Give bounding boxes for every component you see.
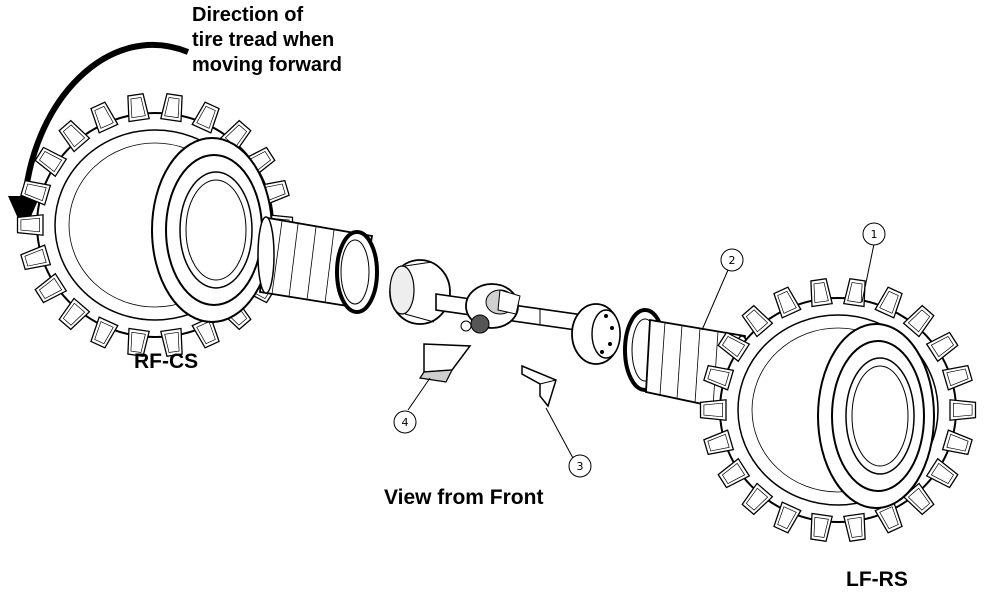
tread-lug <box>699 399 727 421</box>
direction-note-line-3: moving forward <box>192 54 343 76</box>
tire-rf-cs <box>16 92 294 358</box>
label-lf-rs: LF-RS <box>846 568 908 591</box>
svg-text:1: 1 <box>871 228 878 241</box>
svg-text:3: 3 <box>577 460 584 473</box>
label-rf-cs: RF-CS <box>134 350 199 373</box>
svg-text:2: 2 <box>729 254 736 267</box>
tread-lug <box>16 214 44 236</box>
tread-lug <box>807 277 833 308</box>
tread-lug <box>843 512 869 543</box>
tread-lug <box>124 92 150 123</box>
drum-right <box>571 303 621 365</box>
drum-left <box>389 259 451 325</box>
tread-lug <box>160 92 186 123</box>
bracket-part-4 <box>418 343 472 383</box>
callout-1: 1 <box>862 222 886 246</box>
axle-differential <box>435 283 591 334</box>
tire-lf-rs <box>699 277 977 543</box>
bracket-part-3 <box>521 364 557 408</box>
rotation-arrow-icon <box>8 41 190 232</box>
callout-4: 4 <box>393 410 417 434</box>
direction-note-line-2: tire tread when <box>192 29 335 51</box>
callout-3: 3 <box>568 454 592 478</box>
tread-lug <box>807 512 833 543</box>
callout-2: 2 <box>720 248 744 272</box>
hub-cylinder-left <box>257 216 379 314</box>
svg-text:4: 4 <box>402 416 409 429</box>
callout-leaders <box>407 243 875 461</box>
tread-lug <box>949 399 977 421</box>
direction-note-line-1: Direction of <box>192 4 304 26</box>
label-view-from-front: View from Front <box>384 486 544 509</box>
